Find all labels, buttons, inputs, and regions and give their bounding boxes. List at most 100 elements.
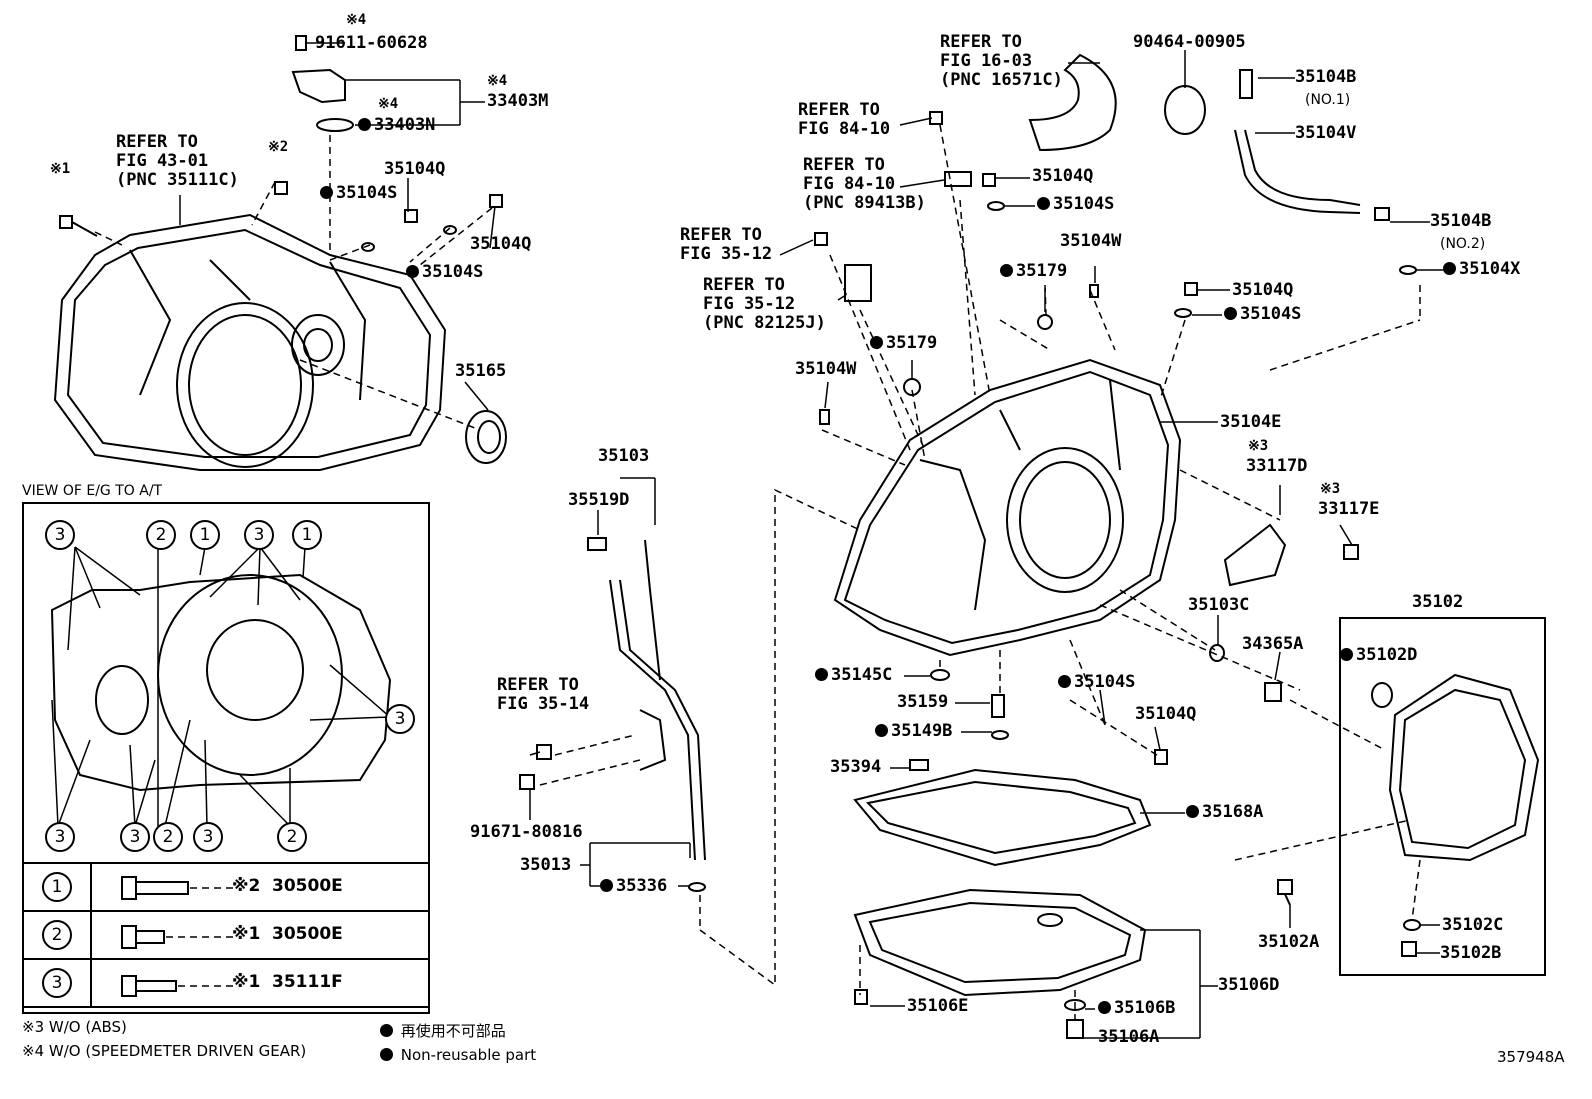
transaxle-housing-drawing — [53, 213, 447, 471]
inset-callout-2: 2 — [153, 822, 183, 852]
part-label-35104V[interactable]: 35104V — [1295, 123, 1357, 143]
non-reusable-dot-icon — [1443, 262, 1456, 275]
part-label-35104X[interactable]: 35104X — [1443, 260, 1520, 279]
part-label-35102D[interactable]: 35102D — [1340, 646, 1417, 665]
part-label-35102[interactable]: 35102 — [1412, 592, 1464, 612]
part-label-35168A[interactable]: 35168A — [1186, 803, 1263, 822]
inset-callout-3: 3 — [120, 822, 150, 852]
part-label-35103C[interactable]: 35103C — [1188, 595, 1250, 615]
part-label-35145C[interactable]: 35145C — [815, 666, 892, 685]
refer-to-fig-35-12-pnc[interactable]: REFER TO FIG 35-12 (PNC 82125J) — [703, 275, 826, 333]
part-label-33403N[interactable]: 33403N — [358, 116, 435, 135]
inset-callout-1: 1 — [190, 520, 220, 550]
refer-to-fig-35-14[interactable]: REFER TO FIG 35-14 — [497, 675, 590, 714]
part-label-33403M[interactable]: 33403M — [487, 91, 549, 111]
part-label-35102C[interactable]: 35102C — [1442, 915, 1504, 935]
part-label-35104S[interactable]: 35104S — [1224, 305, 1301, 324]
part-label-35104E[interactable]: 35104E — [1220, 412, 1282, 432]
table-row: 2 ※1 30500E — [22, 910, 430, 960]
part-label-35102A[interactable]: 35102A — [1258, 932, 1320, 952]
part-label-35336[interactable]: 35336 — [600, 877, 667, 896]
part-label-35104Q[interactable]: 35104Q — [1032, 166, 1094, 186]
part-label-35149B[interactable]: 35149B — [875, 722, 952, 741]
part-label-35103[interactable]: 35103 — [598, 446, 650, 466]
part-label-34365A[interactable]: 34365A — [1242, 634, 1304, 654]
bolt-part-number[interactable]: 30500E — [272, 924, 343, 944]
part-label-35165[interactable]: 35165 — [455, 361, 507, 381]
part-label-35104S[interactable]: 35104S — [1037, 195, 1114, 214]
note-mark-4: ※4 — [346, 12, 367, 28]
part-label-35179[interactable]: 35179 — [1000, 262, 1067, 281]
part-label-35104W[interactable]: 35104W — [795, 359, 857, 379]
inset-callout-2: 2 — [146, 520, 176, 550]
marker-circle: 2 — [42, 920, 72, 950]
part-label-33117E[interactable]: 33117E — [1318, 499, 1380, 519]
note-mark-2: ※2 — [268, 139, 289, 155]
non-reusable-dot-icon — [815, 668, 828, 681]
non-reusable-dot-icon — [358, 118, 371, 131]
bracket-33117D-drawing — [1223, 523, 1287, 587]
note-mark-3: ※3 — [1248, 438, 1269, 454]
inset-callout-2: 2 — [277, 822, 307, 852]
inset-callout-3: 3 — [193, 822, 223, 852]
part-label-35104Q[interactable]: 35104Q — [1232, 280, 1294, 300]
bolt-part-number[interactable]: 30500E — [272, 876, 343, 896]
part-label-90464-00905[interactable]: 90464-00905 — [1133, 32, 1246, 52]
inset-callout-3: 3 — [45, 822, 75, 852]
non-reusable-dot-icon — [406, 265, 419, 278]
note-mark-4: ※4 — [378, 96, 399, 112]
note-w3: ※3 W/O (ABS) — [22, 1018, 127, 1036]
refer-to-fig-84-10[interactable]: REFER TO FIG 84-10 — [798, 100, 891, 139]
part-label-35104B[interactable]: 35104B — [1295, 67, 1357, 87]
note-mark-3: ※3 — [1320, 481, 1341, 497]
part-label-35104S[interactable]: 35104S — [1058, 673, 1135, 692]
part-label-35106E[interactable]: 35106E — [907, 996, 969, 1016]
part-label-35106A[interactable]: 35106A — [1098, 1027, 1160, 1047]
non-reusable-dot-icon — [1224, 307, 1237, 320]
diagram-id: 357948A — [1497, 1048, 1565, 1066]
part-label-91611-60628[interactable]: 91611-60628 — [315, 33, 428, 53]
inset-callout-3: 3 — [45, 520, 75, 550]
inset-view-frame — [22, 502, 430, 1014]
part-label-35519D[interactable]: 35519D — [568, 490, 630, 510]
part-label-33117D[interactable]: 33117D — [1246, 456, 1308, 476]
note-w4: ※4 W/O (SPEEDMETER DRIVEN GEAR) — [22, 1042, 307, 1060]
part-label-35102B[interactable]: 35102B — [1440, 943, 1502, 963]
part-label-35104Q[interactable]: 35104Q — [470, 234, 532, 254]
note-mark-1: ※1 — [50, 161, 71, 177]
no2-qualifier: (NO.2) — [1440, 236, 1486, 252]
non-reusable-dot-icon — [380, 1048, 393, 1061]
note-mark-4: ※4 — [487, 73, 508, 89]
oil-pan-drawing — [853, 888, 1147, 997]
refer-to-fig-35-12[interactable]: REFER TO FIG 35-12 — [680, 225, 773, 264]
refer-to-fig-43-01[interactable]: REFER TO FIG 43-01 (PNC 35111C) — [116, 132, 239, 190]
part-label-35104B[interactable]: 35104B — [1430, 211, 1492, 231]
legend-nonreusable-en: Non-reusable part — [380, 1046, 536, 1064]
inset-callout-3: 3 — [385, 704, 415, 734]
part-label-35394[interactable]: 35394 — [830, 757, 882, 777]
bolt-mark: ※1 — [232, 924, 261, 944]
refer-to-fig-84-10-pnc[interactable]: REFER TO FIG 84-10 (PNC 89413B) — [803, 155, 926, 213]
part-label-35159[interactable]: 35159 — [897, 692, 949, 712]
part-label-35104W[interactable]: 35104W — [1060, 231, 1122, 251]
non-reusable-dot-icon — [870, 336, 883, 349]
part-label-35179[interactable]: 35179 — [870, 334, 937, 353]
part-label-35013[interactable]: 35013 — [520, 855, 572, 875]
leader-lines — [179, 42, 1445, 1039]
part-label-35106D[interactable]: 35106D — [1218, 975, 1280, 995]
bolt-mark: ※1 — [232, 972, 261, 992]
part-label-91671-80816[interactable]: 91671-80816 — [470, 822, 583, 842]
inset-callout-1: 1 — [292, 520, 322, 550]
bolt-part-number[interactable]: 35111F — [272, 972, 343, 992]
part-label-35106B[interactable]: 35106B — [1098, 999, 1175, 1018]
part-label-35104S[interactable]: 35104S — [320, 184, 397, 203]
non-reusable-dot-icon — [1058, 675, 1071, 688]
part-label-35104Q[interactable]: 35104Q — [384, 159, 446, 179]
refer-to-fig-16-03[interactable]: REFER TO FIG 16-03 (PNC 16571C) — [940, 32, 1063, 90]
part-label-35104Q[interactable]: 35104Q — [1135, 704, 1197, 724]
non-reusable-dot-icon — [1186, 805, 1199, 818]
no1-qualifier: (NO.1) — [1305, 92, 1351, 108]
part-label-35104S[interactable]: 35104S — [406, 263, 483, 282]
